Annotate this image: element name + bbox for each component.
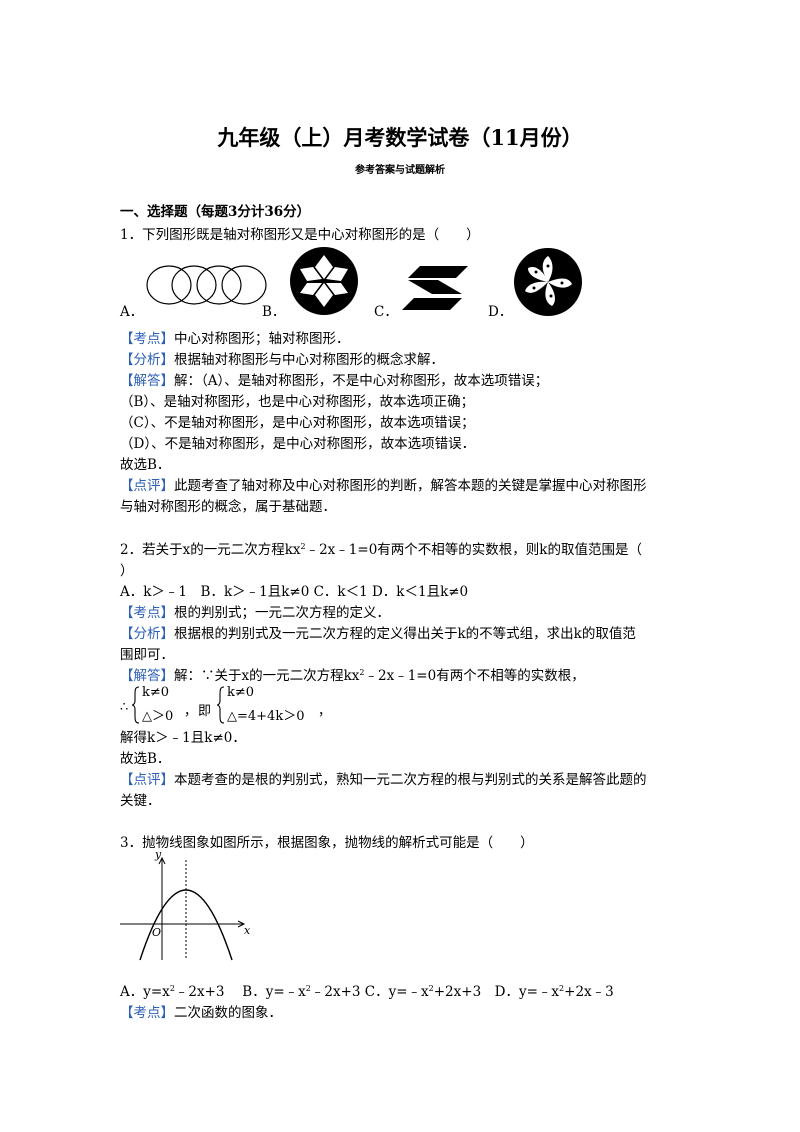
system2-top: k≠0 xyxy=(227,685,255,700)
q1-figure-d-bauhinia xyxy=(514,248,582,316)
q1-option-c-label: C． xyxy=(374,304,398,320)
q2-stem-close: ） xyxy=(120,563,134,579)
q2-dianping-cont: 关键． xyxy=(120,793,161,809)
left-brace-2 xyxy=(216,686,225,724)
q2-fenxi: 【分析】根据根的判别式及一元二次方程的定义得出关于k的不等式组，求出k的取值范 xyxy=(120,626,636,642)
fenxi-tag: 【分析】 xyxy=(120,352,174,368)
kaodian-tag: 【考点】 xyxy=(120,331,174,347)
q3-parabola-graph: y x O xyxy=(118,848,258,962)
q1-option-a-label: A． xyxy=(120,304,144,320)
q2-kaodian: 【考点】根的判别式；一元二次方程的定义． xyxy=(120,605,390,621)
dianping-tag: 【点评】 xyxy=(120,478,174,494)
q2-inequality-systems: ∴ k≠0 △＞0 ， 即 k≠0 △=4+4k＞0 ， xyxy=(120,685,332,724)
y-axis-label: y xyxy=(155,848,162,861)
q1-choose: 故选B． xyxy=(120,457,171,473)
q1-dianping-cont: 与轴对称图形的概念，属于基础题． xyxy=(120,499,336,515)
parabola-axes xyxy=(120,856,246,961)
q1-figure-b-cube-pattern xyxy=(290,247,358,315)
q1-stem: 1．下列图形既是轴对称图形又是中心对称图形的是（ ） xyxy=(120,227,480,243)
q3-stem: 3．抛物线图象如图所示，根据图象，抛物线的解析式可能是（ ） xyxy=(120,835,534,851)
q2-stem: 2．若关于x的一元二次方程kx2﹣2x﹣1=0有两个不相等的实数根，则k的取值范… xyxy=(120,542,642,558)
system1-top: k≠0 xyxy=(142,685,170,700)
q2-fenxi-cont: 围即可． xyxy=(120,647,174,663)
left-brace-1 xyxy=(131,686,140,724)
q2-result: 解得k＞﹣1且k≠0． xyxy=(120,730,246,746)
q3-kaodian: 【考点】二次函数的图象． xyxy=(120,1005,282,1021)
x-axis-label: x xyxy=(244,924,251,937)
q1-figure-c-s-logo xyxy=(402,266,468,310)
q1-jieda: 【解答】解：（A）、是轴对称图形，不是中心对称图形，故本选项错误； xyxy=(120,373,549,389)
section-heading: 一、选择题（每题3分计36分） xyxy=(120,204,311,220)
therefore-symbol: ∴ xyxy=(120,700,129,715)
origin-label: O xyxy=(152,926,162,939)
q1-figure-a-olympic-rings xyxy=(146,265,267,305)
q2-options: A．k＞﹣1 B．k＞﹣1且k≠0 C．k＜1 D．k＜1且k≠0 xyxy=(120,584,469,600)
page-subtitle: 参考答案与试题解析 xyxy=(355,165,445,176)
q1-line-c: （C）、不是轴对称图形，是中心对称图形，故本选项错误； xyxy=(120,415,475,431)
q2-choose: 故选B． xyxy=(120,751,171,767)
q1-dianping: 【点评】此题考查了轴对称及中心对称图形的判断，解答本题的关键是掌握中心对称图形 xyxy=(120,478,647,494)
system1-bottom: △＞0 xyxy=(142,709,174,724)
page-title: 九年级（上）月考数学试卷（11月份） xyxy=(217,125,583,150)
q2-dianping: 【点评】本题考查的是根的判别式，熟知一元二次方程的根与判别式的关系是解答此题的 xyxy=(120,772,647,788)
q1-fenxi: 【分析】根据轴对称图形与中心对称图形的概念求解． xyxy=(120,352,444,368)
q3-options: A．y=x2﹣2x+3 B．y=﹣x2﹣2x+3 C．y=﹣x2+2x+3 D．… xyxy=(120,984,614,1000)
q1-line-d: （D）、不是轴对称图形，是中心对称图形，故本选项错误． xyxy=(120,436,476,452)
ji-word: 即 xyxy=(198,704,212,719)
jieda-tag: 【解答】 xyxy=(120,373,174,389)
q1-line-b: （B）、是轴对称图形，也是中心对称图形，故本选项正确； xyxy=(120,394,475,410)
q1-option-b-label: B． xyxy=(262,304,286,320)
system2-bottom: △=4+4k＞0 xyxy=(227,709,305,724)
q1-kaodian: 【考点】中心对称图形；轴对称图形． xyxy=(120,331,350,347)
q2-jieda: 【解答】解：∵关于x的一元二次方程kx2﹣2x﹣1=0有两个不相等的实数根， xyxy=(120,668,585,684)
q1-option-d-label: D． xyxy=(488,304,513,320)
